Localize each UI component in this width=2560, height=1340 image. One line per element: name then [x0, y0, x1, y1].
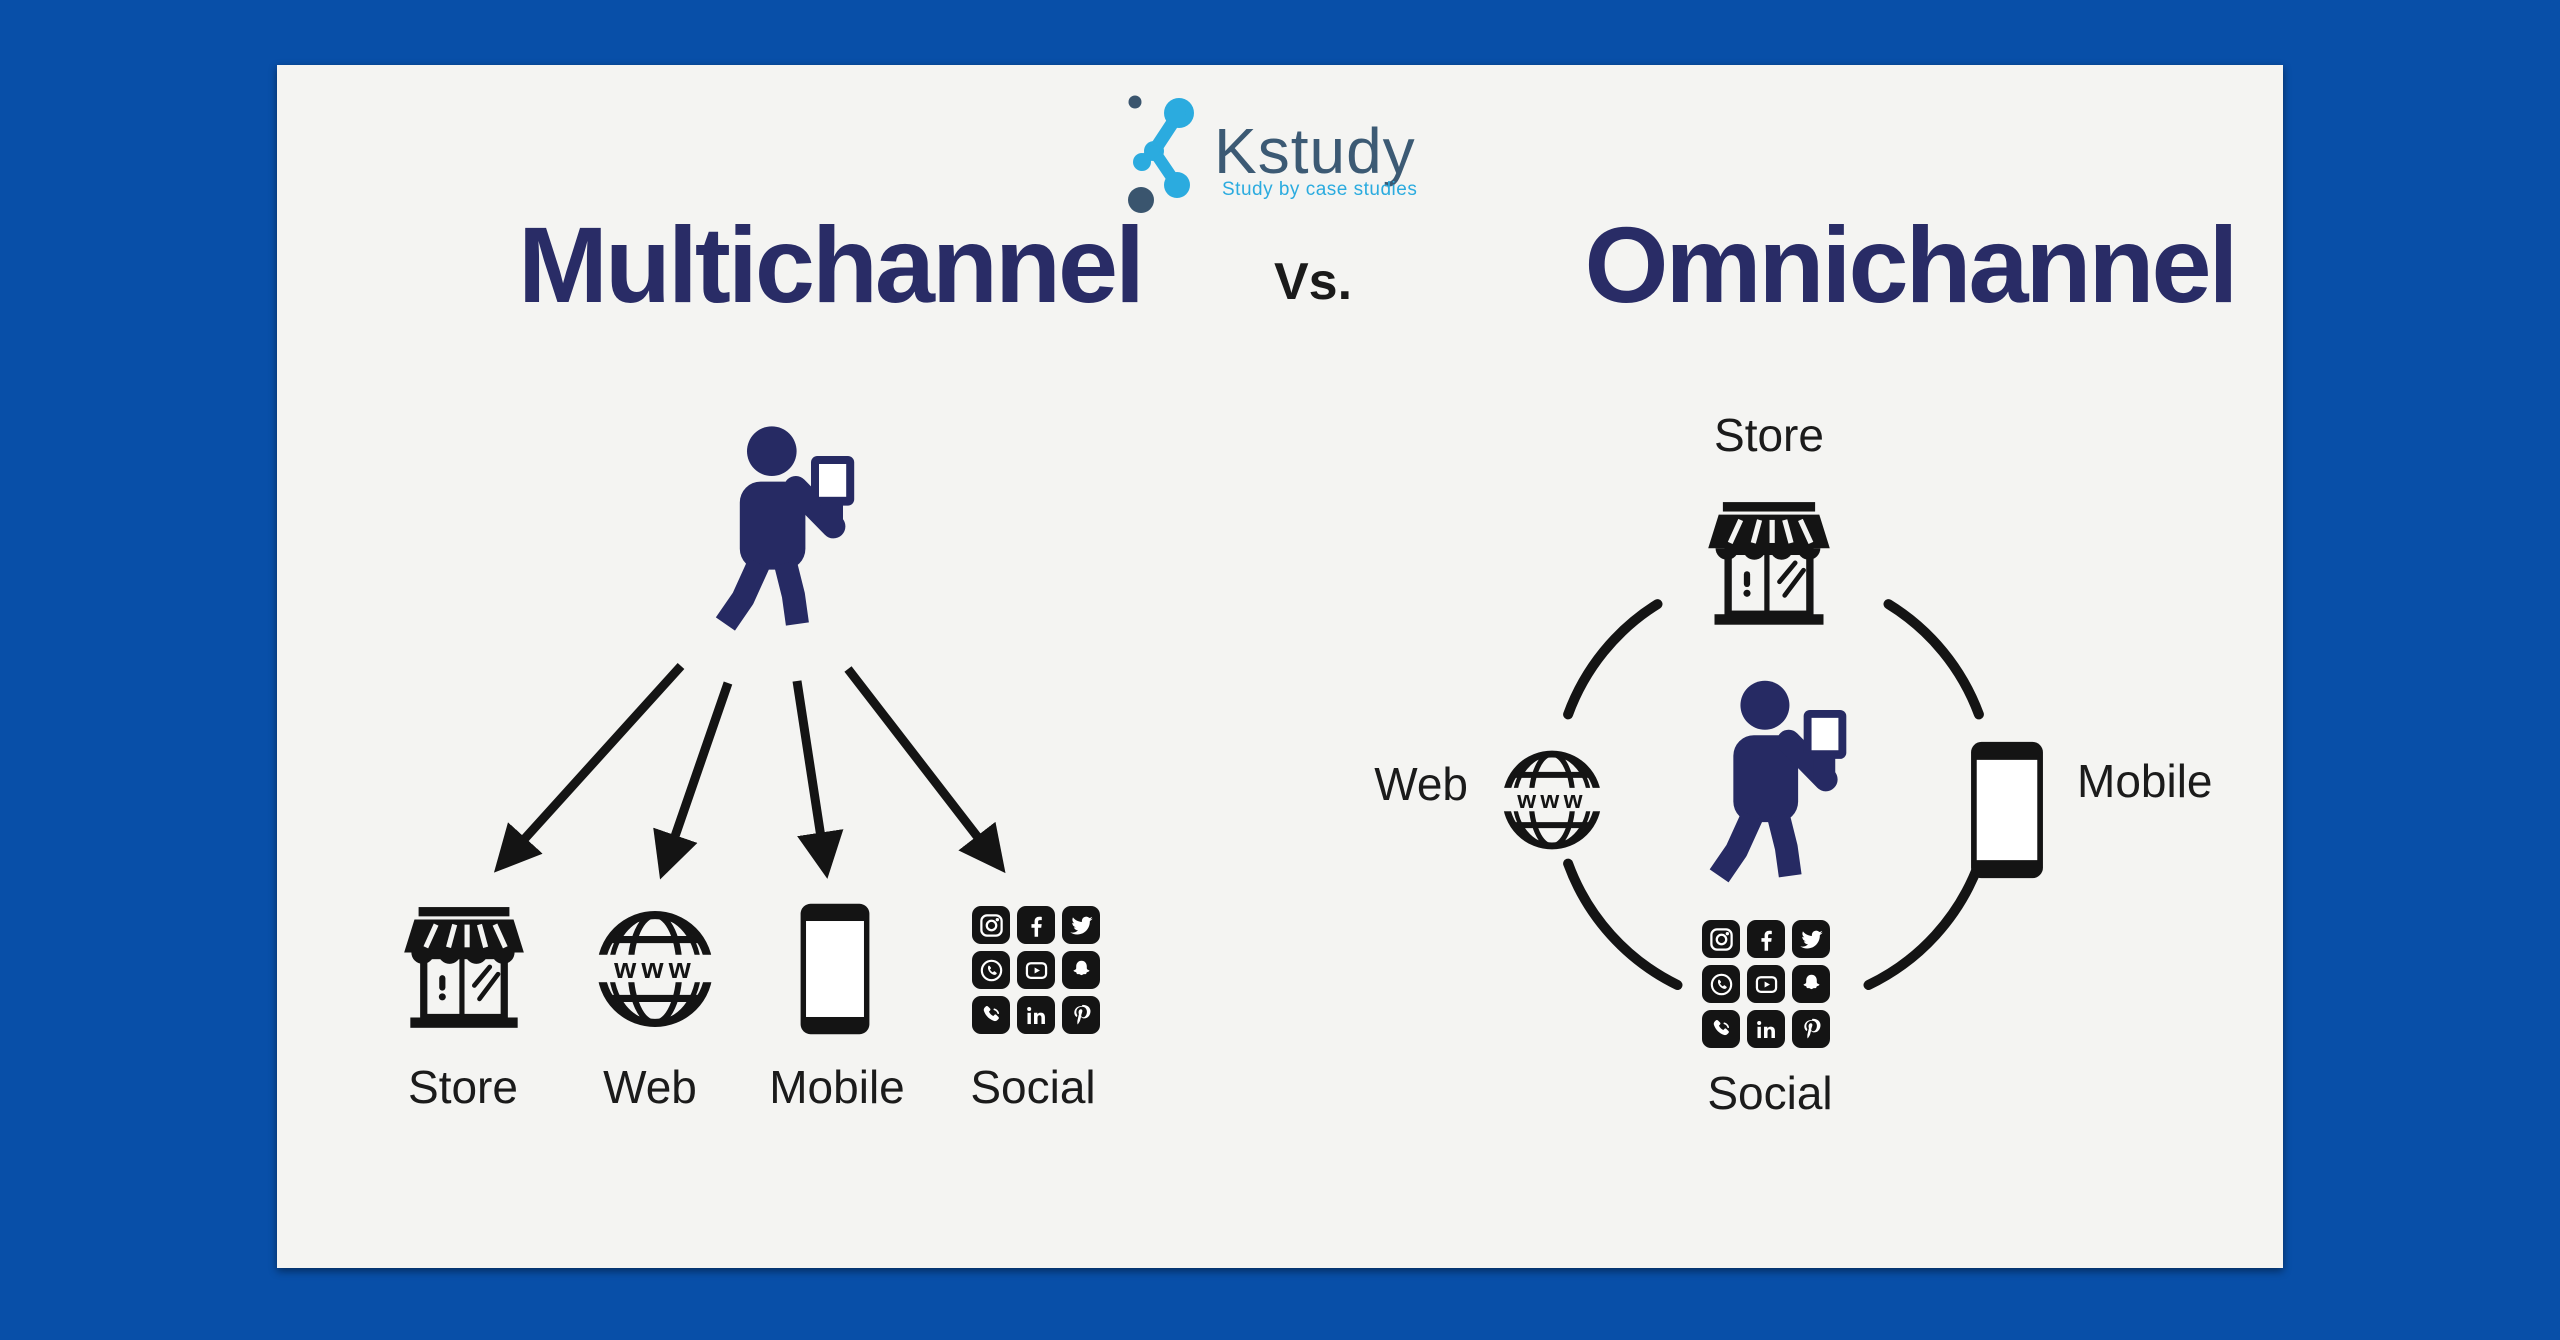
store-label: Store [408, 1061, 518, 1113]
mobile-phone-icon [798, 902, 872, 1036]
social-label: Social [970, 1061, 1096, 1113]
circle-arc-nw [1563, 599, 1663, 720]
youtube-icon [1747, 965, 1785, 1003]
omni-store-icon [1706, 500, 1832, 631]
social-apps-grid [972, 906, 1100, 1034]
arrow-to-mobile [792, 680, 844, 879]
web-label: Web [603, 1061, 697, 1113]
whatsapp-icon [972, 951, 1010, 989]
viber-icon [972, 996, 1010, 1034]
youtube-icon [1017, 951, 1055, 989]
vs-separator: Vs. [1273, 253, 1353, 311]
viber-icon [1702, 1010, 1740, 1048]
snapchat-icon [1062, 951, 1100, 989]
whatsapp-icon [1702, 965, 1740, 1003]
omni-social-label: Social [1707, 1067, 1833, 1119]
store-icon [402, 905, 526, 1034]
instagram-icon [1702, 920, 1740, 958]
omni-web-globe-icon [1500, 748, 1604, 852]
multichannel-title: Multichannel [517, 204, 1145, 325]
pinterest-icon [1062, 996, 1100, 1034]
omni-mobile-phone-icon [1966, 740, 2048, 880]
omni-social-apps-grid [1702, 920, 1830, 1048]
circle-arc-sw [1563, 858, 1683, 990]
circle-arc-se [1863, 858, 1984, 990]
pinterest-icon [1792, 1010, 1830, 1048]
omnichannel-circle [1563, 599, 1984, 990]
circle-arc-ne [1883, 599, 1984, 720]
instagram-icon [972, 906, 1010, 944]
arrow-to-web [653, 681, 733, 880]
twitter-icon [1062, 906, 1100, 944]
twitter-icon [1792, 920, 1830, 958]
snapchat-icon [1792, 965, 1830, 1003]
logo-dot-bottom [1128, 187, 1154, 213]
logo-wordmark: Kstudy [1214, 115, 1416, 187]
kstudy-logo-icon [1128, 95, 1194, 213]
logo-dot-top [1128, 95, 1142, 109]
omni-web-label: Web [1374, 758, 1468, 810]
omnichannel-title: Omnichannel [1584, 204, 2238, 325]
multichannel-person-icon [703, 398, 863, 666]
linkedin-icon [1017, 996, 1055, 1034]
multichannel-arrows [493, 662, 1006, 880]
arrow-to-social [844, 666, 1006, 874]
facebook-icon [1017, 906, 1055, 944]
linkedin-icon [1747, 1010, 1785, 1048]
arrow-to-store [493, 662, 685, 873]
mobile-label: Mobile [769, 1061, 905, 1113]
logo-tagline: Study by case studies [1222, 179, 1418, 200]
omni-mobile-label: Mobile [2077, 755, 2213, 807]
web-globe-icon [594, 908, 716, 1030]
facebook-icon [1747, 920, 1785, 958]
omni-store-label: Store [1714, 409, 1824, 461]
omnichannel-person-icon [1697, 652, 1855, 918]
